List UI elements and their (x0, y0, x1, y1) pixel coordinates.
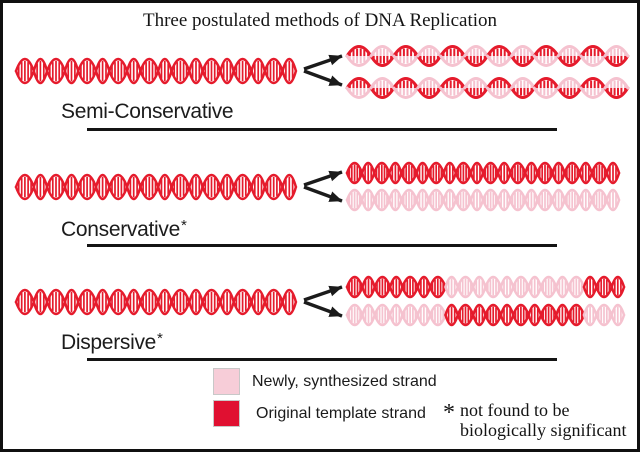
arrow-conservative-top (303, 170, 343, 187)
product-helix-conservative-new (345, 188, 621, 212)
method-label-conservative: Conservative* (61, 217, 187, 242)
method-label-text: Semi-Conservative (61, 100, 234, 123)
method-underline-conservative (87, 244, 557, 247)
legend-swatch-original-strand (213, 400, 240, 427)
template-helix-conservative (14, 173, 298, 201)
asterisk-mark: * (157, 330, 163, 348)
diagram-title: Three postulated methods of DNA Replicat… (142, 10, 498, 31)
method-underline-dispersive (87, 358, 557, 361)
method-label-text: Conservative (61, 218, 180, 241)
product-helix-semi-1 (345, 45, 630, 67)
legend-swatch-new-strand (213, 368, 240, 395)
product-helix-dispersive-2 (345, 303, 626, 327)
method-underline-semi (87, 128, 557, 131)
method-label-semi-conservative: Semi-Conservative (61, 99, 234, 124)
footnote-line1: not found to be (460, 400, 570, 420)
arrow-dispersive-top (303, 285, 343, 302)
asterisk-mark: * (180, 217, 187, 235)
legend-label-original-strand: Original template strand (256, 405, 426, 422)
footnote-asterisk: * (443, 400, 455, 426)
arrow-dispersive-bottom (303, 300, 343, 318)
footnote-line2: biologically significant (460, 420, 627, 440)
product-helix-semi-2 (345, 77, 630, 99)
method-label-dispersive: Dispersive* (61, 330, 163, 355)
product-helix-conservative-original (345, 161, 621, 185)
template-helix-semi-conservative (14, 57, 298, 85)
arrow-semi-bottom (303, 69, 343, 87)
arrow-conservative-bottom (303, 185, 343, 203)
template-helix-dispersive (14, 288, 298, 316)
method-label-text: Dispersive (61, 331, 157, 354)
product-helix-dispersive-1 (345, 275, 626, 299)
legend-label-new-strand: Newly, synthesized strand (252, 373, 437, 390)
arrow-semi-top (303, 54, 343, 71)
